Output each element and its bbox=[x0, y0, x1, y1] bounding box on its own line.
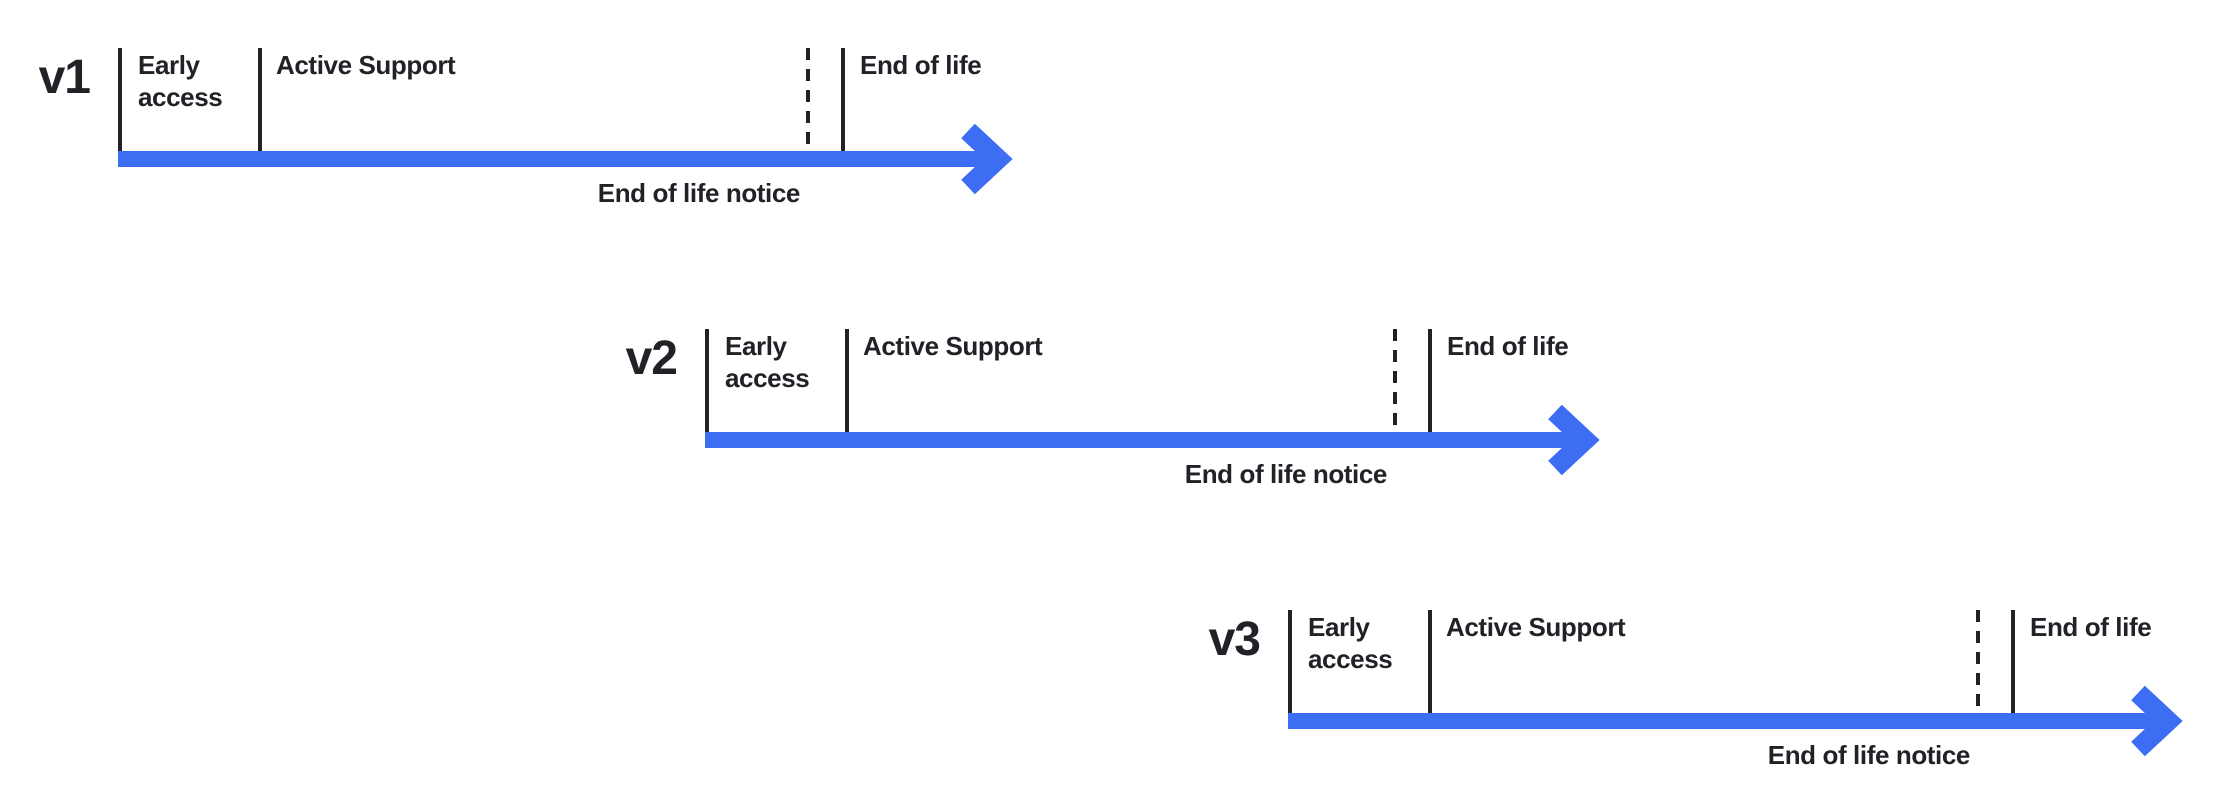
end-of-life-notice-label: End of life notice bbox=[597, 178, 801, 208]
timeline-arrow-bar bbox=[1288, 713, 2156, 729]
early-access-start-tick bbox=[118, 48, 122, 151]
end-of-life-tick bbox=[2011, 610, 2015, 713]
end-of-life-label: End of life bbox=[1447, 331, 1569, 361]
active-support-start-tick bbox=[845, 329, 849, 432]
early-access-start-tick bbox=[1288, 610, 1292, 713]
active-support-start-tick bbox=[258, 48, 262, 151]
end-of-life-label: End of life bbox=[2030, 612, 2152, 642]
end-of-life-tick bbox=[1428, 329, 1432, 432]
eol-notice-dashed-line bbox=[806, 48, 810, 149]
arrow-head-icon bbox=[961, 123, 1013, 195]
version-label: v2 bbox=[625, 332, 678, 385]
end-of-life-label: End of life bbox=[860, 50, 982, 80]
end-of-life-notice-label: End of life notice bbox=[1184, 459, 1388, 489]
end-of-life-tick bbox=[841, 48, 845, 151]
eol-notice-dashed-line bbox=[1393, 329, 1397, 430]
end-of-life-notice-label: End of life notice bbox=[1767, 740, 1971, 770]
early-access-label: Early access bbox=[1308, 612, 1393, 674]
version-label: v1 bbox=[38, 51, 91, 104]
early-access-label: Early access bbox=[138, 50, 223, 112]
version-label: v3 bbox=[1208, 613, 1261, 666]
eol-notice-dashed-line bbox=[1976, 610, 1980, 711]
active-support-start-tick bbox=[1428, 610, 1432, 713]
timeline-arrow-bar bbox=[705, 432, 1573, 448]
early-access-start-tick bbox=[705, 329, 709, 432]
arrow-head-icon bbox=[2131, 685, 2183, 757]
arrow-head-icon bbox=[1548, 404, 1600, 476]
active-support-label: Active Support bbox=[1446, 612, 1626, 642]
timeline-arrow-bar bbox=[118, 151, 986, 167]
active-support-label: Active Support bbox=[863, 331, 1043, 361]
early-access-label: Early access bbox=[725, 331, 810, 393]
active-support-label: Active Support bbox=[276, 50, 456, 80]
